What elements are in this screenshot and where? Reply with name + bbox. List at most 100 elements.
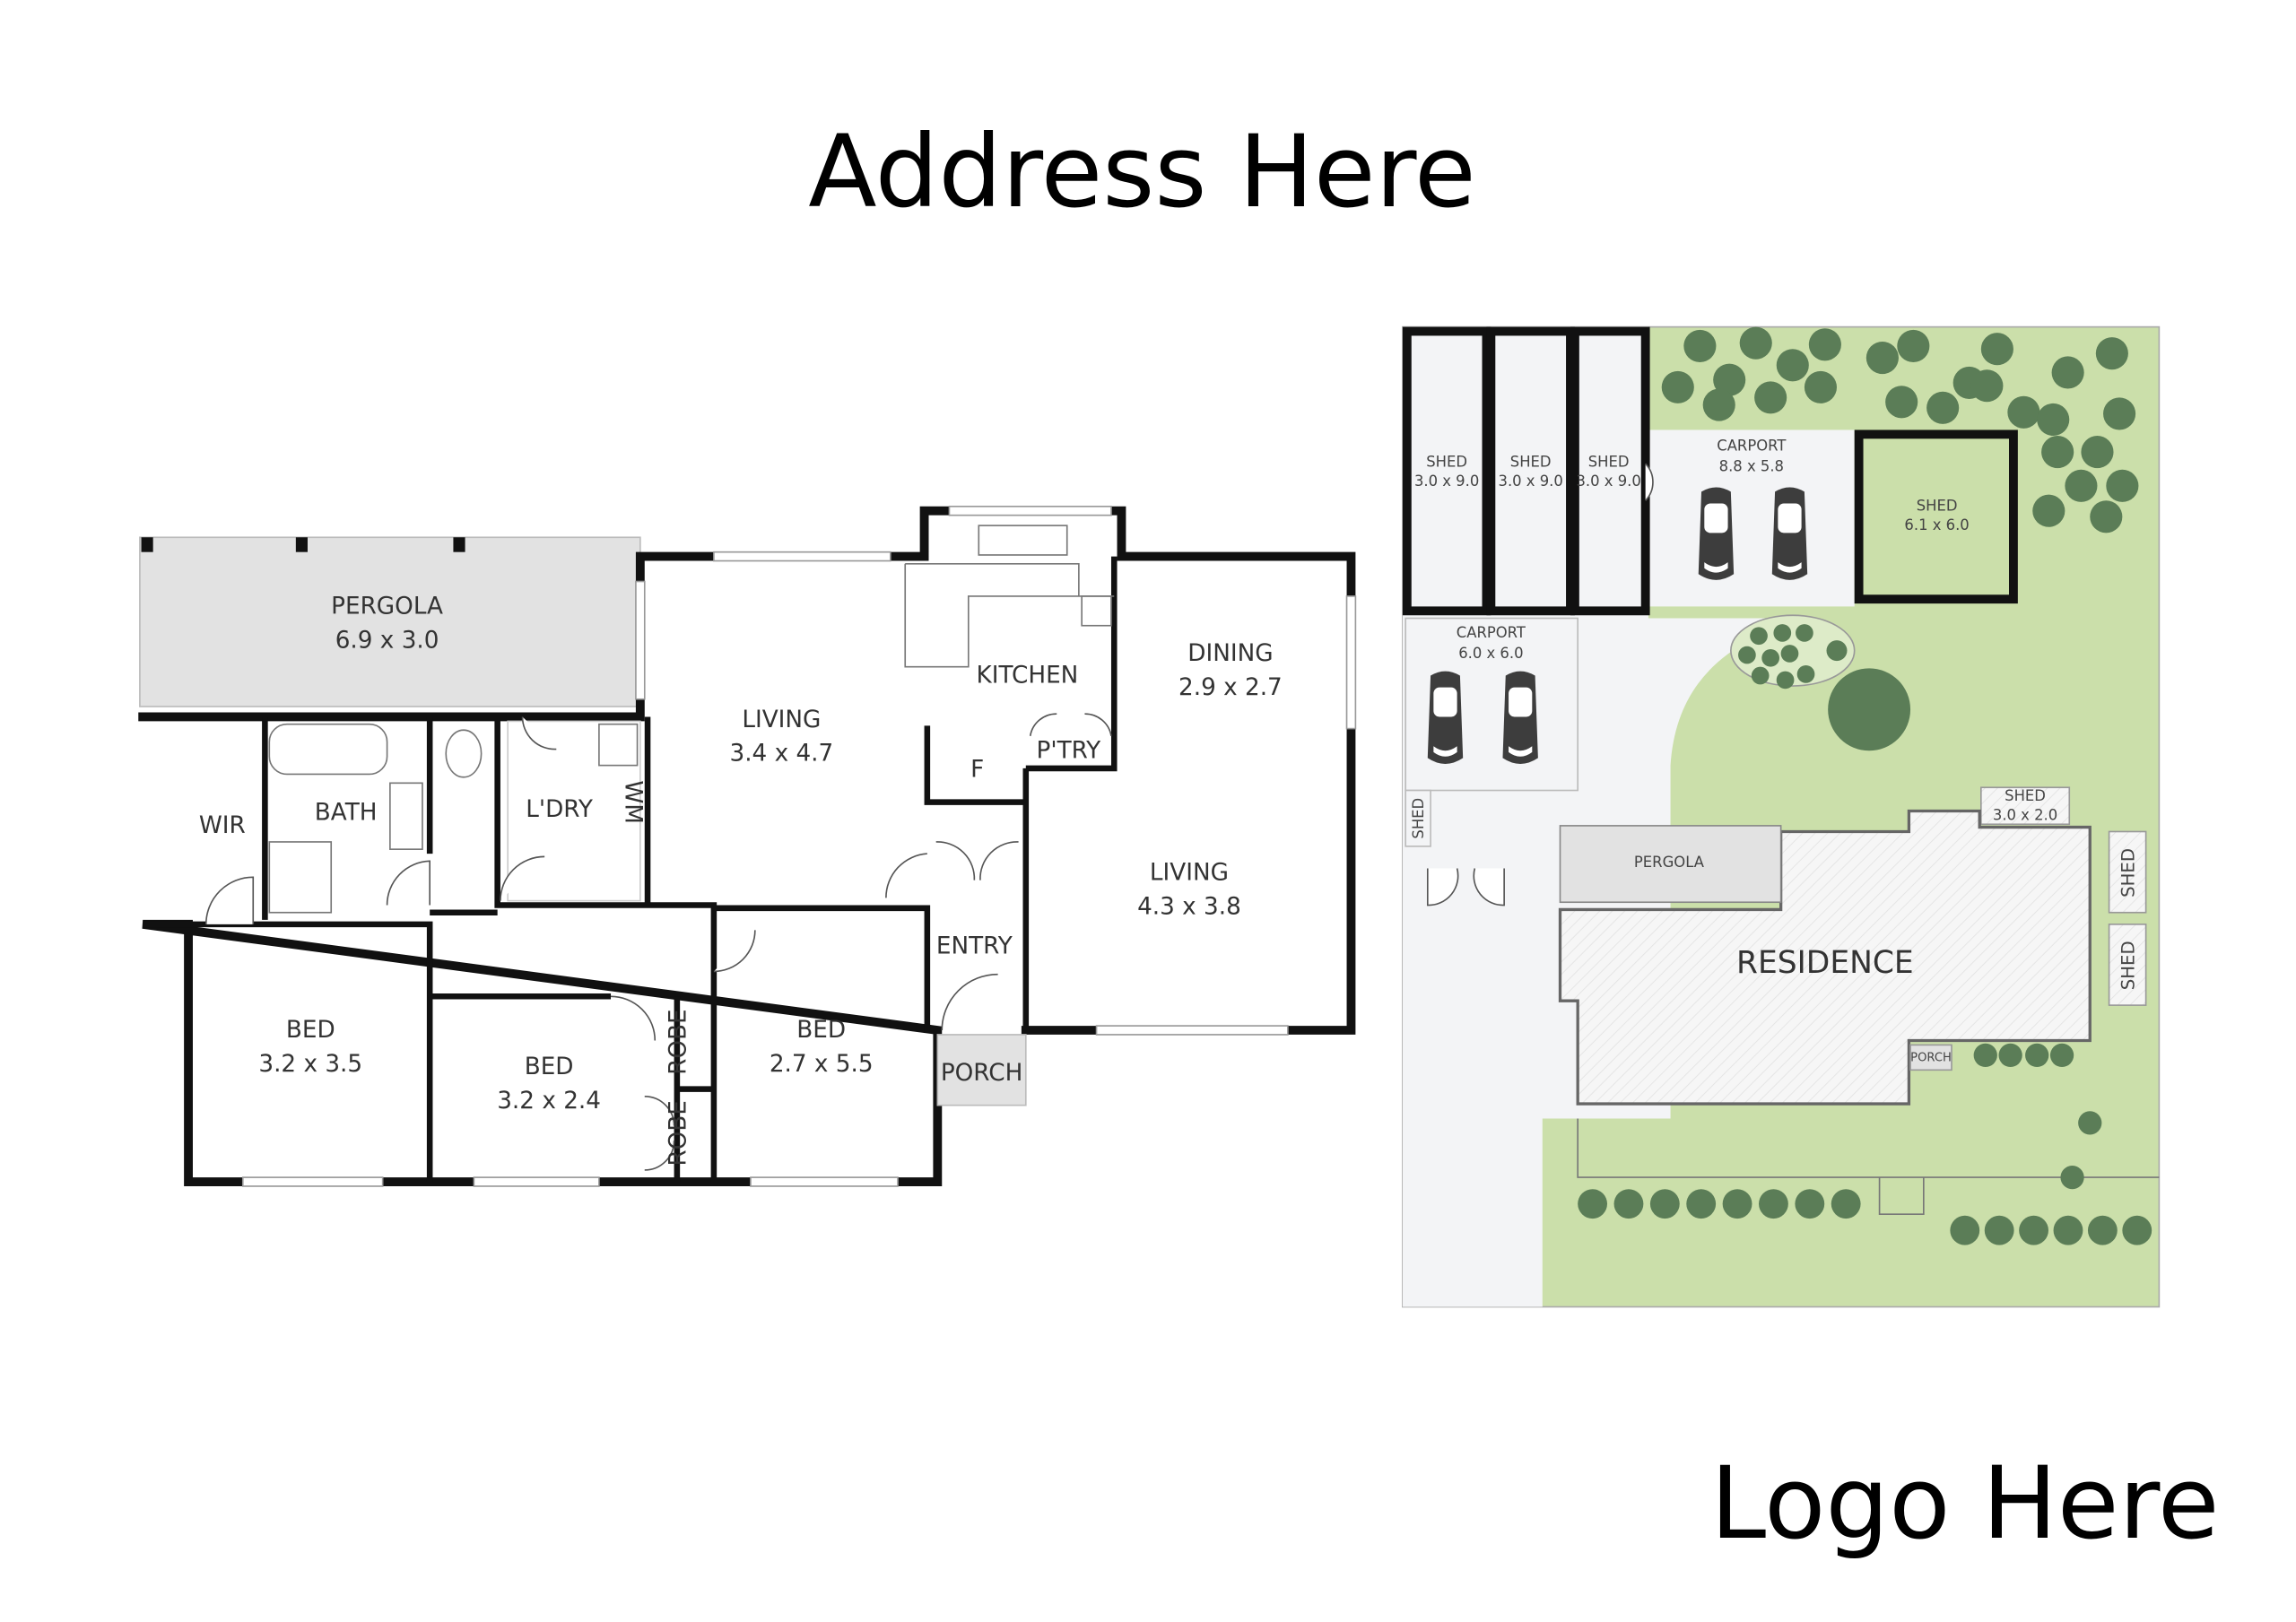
bath-label: BATH <box>315 799 378 826</box>
living1-label: LIVING <box>742 707 821 733</box>
tree-icon <box>1750 627 1768 646</box>
shed2-size: 3.0 x 9.0 <box>1499 473 1563 490</box>
carport1-label: CARPORT <box>1717 437 1787 454</box>
hedge-shrub-icon <box>1613 1189 1644 1219</box>
hedge-shrub-icon <box>2087 1215 2118 1245</box>
shrub-icon <box>2049 1043 2074 1068</box>
tree-icon <box>1828 668 1911 751</box>
bed1-label: BED <box>286 1017 335 1044</box>
wir-label: WIR <box>199 812 246 839</box>
bed2-size: 3.2 x 2.4 <box>497 1088 601 1115</box>
carport2-label: CARPORT <box>1457 624 1526 641</box>
shed4-label: SHED <box>1917 498 1958 515</box>
hedge-shrub-icon <box>2019 1215 2048 1245</box>
bed2-label: BED <box>525 1054 574 1080</box>
tree-icon <box>1754 381 1787 414</box>
tree-icon <box>1713 363 1746 396</box>
tree-icon <box>1980 333 2013 366</box>
porch-label: PORCH <box>941 1060 1023 1087</box>
bed1-size: 3.2 x 3.5 <box>258 1051 362 1078</box>
tree-icon <box>2103 397 2136 430</box>
tree-icon <box>1683 329 1717 362</box>
site-porch-label: PORCH <box>1910 1051 1952 1064</box>
fridge-label: F <box>970 757 984 784</box>
tree-icon <box>2090 500 2123 533</box>
hedge-shrub-icon <box>1831 1189 1861 1219</box>
tree-icon <box>1926 391 1960 424</box>
shrub-icon <box>2025 1043 2049 1068</box>
tree-icon <box>1776 349 1809 382</box>
tree-icon <box>2081 436 2114 469</box>
wm-label: WM <box>619 780 646 824</box>
tree-icon <box>1796 665 1815 683</box>
hedge-shrub-icon <box>1578 1189 1607 1219</box>
entry-label: ENTRY <box>936 933 1013 960</box>
address-title: Address Here <box>808 114 1475 230</box>
tree-icon <box>1780 645 1799 663</box>
tree-icon <box>1808 328 1841 361</box>
tree-icon <box>2007 395 2040 429</box>
tree-icon <box>1885 386 1918 419</box>
tree-icon <box>2032 494 2066 527</box>
logo-placeholder: Logo Here <box>1710 1445 2220 1562</box>
hedge-shrub-icon <box>1686 1189 1717 1219</box>
bed3-size: 2.7 x 5.5 <box>770 1051 874 1078</box>
shrub-icon <box>2060 1165 2084 1190</box>
dining-size: 2.9 x 2.7 <box>1178 674 1283 701</box>
kitchen-label: KITCHEN <box>977 663 1079 690</box>
shed3-label: SHED <box>1588 454 1630 471</box>
shed5-size: 3.0 x 2.0 <box>1993 806 2057 823</box>
tree-icon <box>1751 666 1770 685</box>
site-plan: SHED 3.0 x 9.0 SHED 3.0 x 9.0 SHED 3.0 x… <box>1402 325 2161 1308</box>
shed5-label: SHED <box>2005 787 2046 804</box>
tree-icon <box>2037 403 2070 437</box>
tree-icon <box>1739 326 1772 360</box>
residence-label: RESIDENCE <box>1736 945 1914 981</box>
living2-label: LIVING <box>1150 860 1229 887</box>
bed3-label: BED <box>796 1017 846 1044</box>
carport2-size: 6.0 x 6.0 <box>1458 645 1523 662</box>
tree-icon <box>1804 370 1837 403</box>
tree-icon <box>1776 671 1795 690</box>
tree-icon <box>1897 329 1930 362</box>
tree-icon <box>1773 624 1792 642</box>
hedge-shrub-icon <box>1722 1189 1752 1219</box>
tree-icon <box>2051 356 2084 389</box>
hedge-shrub-icon <box>1759 1189 1788 1219</box>
living1-size: 3.4 x 4.7 <box>730 741 834 768</box>
hedge-shrub-icon <box>1649 1189 1680 1219</box>
shed4-size: 6.1 x 6.0 <box>1904 516 1969 533</box>
living2-size: 4.3 x 3.8 <box>1137 893 1241 920</box>
robe1-label: ROBE <box>665 1009 692 1075</box>
pergola-label: PERGOLA <box>331 594 443 620</box>
tree-icon <box>2106 469 2139 502</box>
shrub-icon <box>1998 1043 2022 1068</box>
site-pergola-label: PERGOLA <box>1634 854 1705 871</box>
shed7-label: SHED <box>2118 941 2138 990</box>
tree-icon <box>2065 469 2098 502</box>
trees <box>1578 326 2152 1245</box>
tree-icon <box>1970 369 2004 403</box>
tree-icon <box>1796 624 1813 642</box>
hedge-shrub-icon <box>1795 1189 1825 1219</box>
floor-plan: PERGOLA 6.9 x 3.0 <box>138 505 1357 1187</box>
carport1-size: 8.8 x 5.8 <box>1719 457 1784 474</box>
tree-icon <box>1702 388 1735 421</box>
shed1-size: 3.0 x 9.0 <box>1414 473 1479 490</box>
hedge-shrub-icon <box>1984 1215 2014 1245</box>
laundry-label: L'DRY <box>526 796 594 823</box>
hedge-shrub-icon <box>2053 1215 2083 1245</box>
hedge-shrub-icon <box>2122 1215 2152 1245</box>
pergola-size: 6.9 x 3.0 <box>335 627 439 654</box>
tree-icon <box>1761 648 1779 667</box>
tree-icon <box>1866 342 1899 375</box>
tree-icon <box>2095 337 2128 370</box>
dining-label: DINING <box>1187 640 1273 667</box>
shrub-icon <box>2078 1111 2102 1135</box>
shed1-label: SHED <box>1426 454 1467 471</box>
pergola-area <box>139 536 641 707</box>
shed-side-label: SHED <box>1410 798 1427 839</box>
tree-icon <box>2041 436 2074 469</box>
shed6-label: SHED <box>2118 848 2138 898</box>
